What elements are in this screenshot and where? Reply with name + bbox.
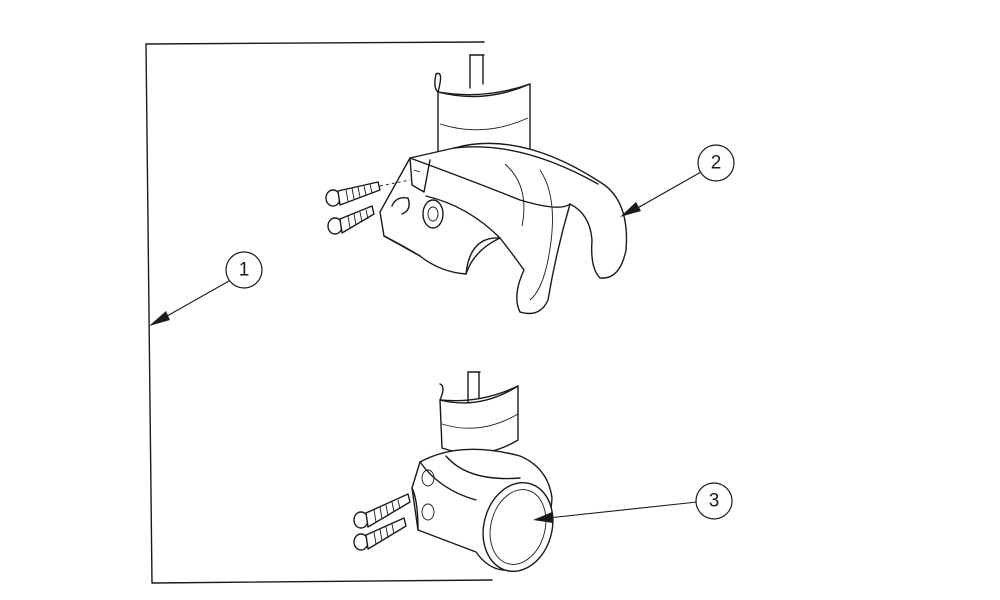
- lower-screw-1: [353, 493, 411, 529]
- part-1-panel: [145, 41, 493, 584]
- callout-1: 1: [149, 251, 263, 326]
- lower-sleeve-tube: [439, 371, 519, 455]
- callout-2: 2: [620, 144, 735, 217]
- part-2-clamp-assembly: [325, 54, 628, 315]
- upper-screw-1: [325, 179, 411, 207]
- lower-screw-2: [353, 517, 407, 551]
- part-3-knob-assembly: [353, 371, 554, 573]
- callout-3: 3: [533, 482, 733, 523]
- c-clamp-body: [379, 142, 628, 315]
- callout-3-label: 3: [709, 491, 720, 512]
- knob-housing: [411, 448, 554, 573]
- callout-1-label: 1: [239, 260, 250, 281]
- callout-2-label: 2: [711, 153, 722, 174]
- upper-screw-2: [327, 205, 375, 235]
